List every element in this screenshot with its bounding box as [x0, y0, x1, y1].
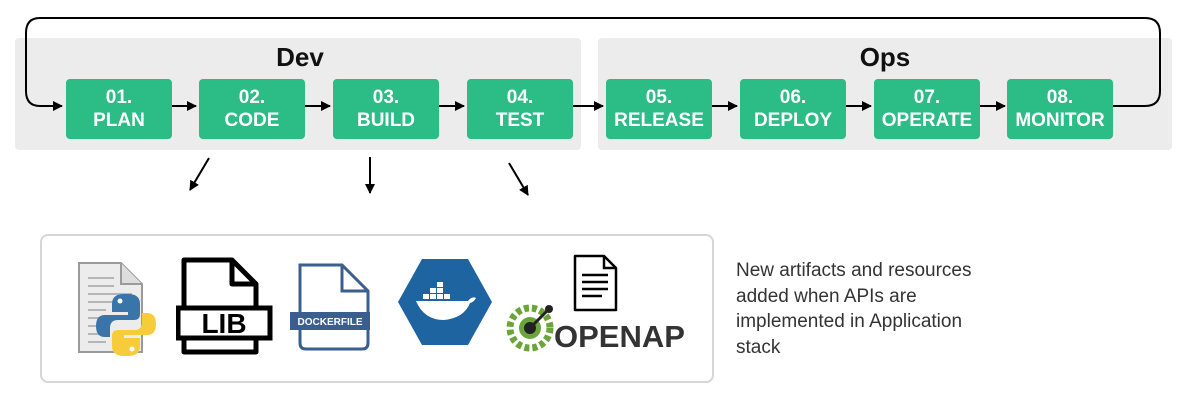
stage-name: DEPLOY: [753, 110, 833, 131]
stage-number: 06.: [779, 87, 807, 108]
lib-label: LIB: [201, 308, 246, 339]
stage-number: 01.: [105, 87, 133, 108]
docker-icon: [398, 259, 492, 345]
stage-number: 02.: [238, 87, 266, 108]
stage-code: 02. CODE: [199, 79, 305, 139]
openapi-label: OPENAPI: [554, 319, 686, 354]
stage-name: TEST: [495, 110, 545, 131]
stage-operate: 07. OPERATE: [874, 79, 980, 139]
stage-monitor: 08. MONITOR: [1007, 79, 1113, 139]
arrow-test-artifacts: [508, 162, 529, 196]
stage-number: 08.: [1046, 87, 1074, 108]
dockerfile-label: DOCKERFILE: [298, 317, 363, 328]
artifacts-note: New artifacts and resources added when A…: [736, 260, 972, 358]
stage-name: BUILD: [356, 110, 416, 131]
stage-number: 05.: [645, 87, 673, 108]
stage-release: 05. RELEASE: [606, 79, 712, 139]
python-file-icon: [78, 262, 156, 356]
feedback-loop-arrow: [25, 17, 1161, 111]
stage-build: 03. BUILD: [333, 79, 439, 139]
arrow-code-artifacts: [189, 157, 210, 191]
stage-name: PLAN: [93, 110, 145, 131]
stage-name: OPERATE: [881, 110, 973, 131]
stage-number: 03.: [372, 87, 400, 108]
stage-plan: 01. PLAN: [66, 79, 172, 139]
stage-name: CODE: [224, 110, 280, 131]
stage-name: RELEASE: [614, 110, 704, 131]
stage-name: MONITOR: [1015, 110, 1105, 131]
ops-phase-title: Ops: [859, 42, 911, 72]
openapi-logo: OPENAPI: [506, 304, 686, 354]
document-icon: [573, 254, 618, 312]
dev-phase-title: Dev: [276, 42, 324, 72]
stage-number: 04.: [506, 87, 534, 108]
stage-test: 04. TEST: [467, 79, 573, 139]
dockerfile-icon: DOCKERFILE: [290, 263, 370, 351]
stage-deploy: 06. DEPLOY: [740, 79, 846, 139]
lib-file-icon: LIB: [176, 257, 273, 355]
stage-number: 07.: [913, 87, 941, 108]
